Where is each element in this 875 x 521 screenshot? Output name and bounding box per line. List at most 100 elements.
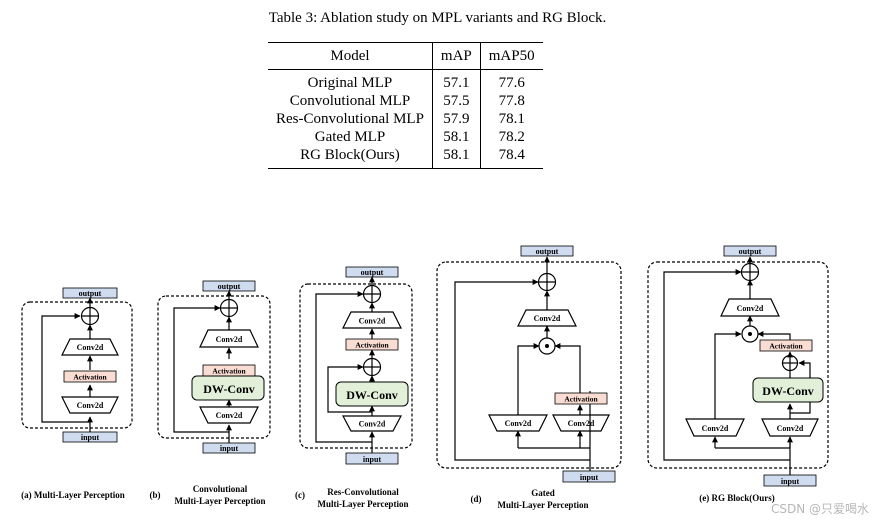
- input-label: input: [580, 473, 599, 482]
- cell-map: 58.1: [431, 128, 481, 146]
- output-label: output: [218, 282, 241, 291]
- caption-d-prefix: (d): [471, 494, 482, 504]
- conv2d-block: [342, 311, 402, 329]
- conv2d-block: [685, 418, 745, 437]
- conv2d-label: Conv2d: [77, 343, 104, 352]
- diagram-e: [647, 256, 829, 475]
- output-box: [202, 280, 256, 292]
- caption-c-line1: Res-Convolutional: [327, 487, 399, 497]
- activation-box: [345, 338, 399, 351]
- conv2d-block: [552, 414, 610, 432]
- conv2d-block: [761, 418, 819, 437]
- activation-label: Activation: [355, 341, 389, 350]
- conv2d-label: Conv2d: [77, 401, 104, 410]
- input-label: input: [363, 455, 382, 464]
- output-box: [345, 266, 399, 278]
- output-box: [62, 287, 118, 299]
- table-header-row: Model mAP mAP50: [268, 42, 543, 70]
- table-row: Gated MLP 58.1 78.2: [268, 128, 543, 146]
- cell-model: Gated MLP: [314, 129, 386, 145]
- activation-label: Activation: [212, 367, 246, 376]
- cell-map: 57.1: [431, 69, 481, 92]
- conv2d-block: [342, 415, 402, 432]
- conv2d-label: Conv2d: [568, 419, 595, 428]
- output-label: output: [79, 289, 102, 298]
- cell-model: Convolutional MLP: [289, 93, 411, 109]
- multiply-icon: [741, 325, 759, 343]
- ablation-table: Model mAP mAP50 Original MLP 57.1 77.6 C…: [268, 42, 543, 169]
- header-map50: mAP50: [479, 42, 543, 70]
- table-row: Convolutional MLP 57.5 77.8: [268, 92, 543, 110]
- table-row: Original MLP 57.1 77.6: [268, 69, 543, 92]
- multiply-dot: [748, 332, 752, 336]
- input-box: [62, 431, 118, 443]
- cell-map50: 78.1: [479, 110, 543, 128]
- caption-b-line2: Multi-Layer Perception: [175, 496, 266, 506]
- conv2d-block: [199, 406, 259, 424]
- multiply-icon: [538, 337, 556, 355]
- caption-b-line1: Convolutional: [193, 484, 248, 494]
- output-box: [520, 245, 574, 257]
- output-label: output: [536, 247, 559, 256]
- watermark: CSDN @只爱喝水: [770, 502, 869, 516]
- caption-e: (e) RG Block(Ours): [699, 493, 775, 503]
- dwconv-label: DW-Conv: [203, 382, 255, 396]
- input-box: [763, 474, 817, 487]
- conv2d-block: [517, 309, 577, 327]
- table-caption: Table 3: Ablation study on MPL variants …: [268, 10, 607, 26]
- cell-model: Original MLP: [307, 75, 393, 91]
- header-map: mAP: [431, 42, 481, 70]
- dwconv-box: [335, 381, 409, 407]
- conv2d-block: [61, 338, 119, 356]
- cell-map50: 78.2: [479, 128, 543, 146]
- conv2d-block: [720, 298, 780, 317]
- input-label: input: [220, 444, 239, 453]
- input-label: input: [81, 433, 100, 442]
- dwconv-label: DW-Conv: [762, 384, 814, 398]
- multiply-dot: [545, 344, 549, 348]
- cell-model: Res-Convolutional MLP: [276, 111, 424, 127]
- diagram-b: [157, 290, 271, 443]
- block-boundary: [21, 301, 133, 429]
- dwconv-box: [752, 377, 824, 403]
- conv2d-block: [199, 329, 259, 348]
- cell-map: 57.5: [431, 92, 481, 110]
- output-box: [723, 245, 777, 257]
- activation-box: [759, 339, 813, 352]
- cell-map: 57.9: [431, 110, 481, 128]
- block-boundary: [647, 261, 829, 469]
- conv2d-block: [488, 414, 548, 432]
- conv2d-label: Conv2d: [777, 424, 804, 433]
- conv2d-label: Conv2d: [702, 424, 729, 433]
- activation-label: Activation: [769, 342, 803, 351]
- output-label: output: [361, 268, 384, 277]
- conv2d-block: [61, 396, 119, 414]
- cell-model: RG Block(Ours): [300, 147, 400, 163]
- activation-label: Activation: [564, 395, 598, 404]
- table-row: RG Block(Ours) 58.1 78.4: [268, 146, 543, 169]
- output-label: output: [739, 247, 762, 256]
- diagram-a: [21, 297, 133, 432]
- conv2d-label: Conv2d: [737, 304, 764, 313]
- input-box: [202, 442, 256, 454]
- activation-label: Activation: [73, 373, 107, 382]
- cell-map50: 77.8: [479, 92, 543, 110]
- caption-b-prefix: (b): [150, 490, 161, 500]
- header-model: Model: [330, 48, 370, 64]
- cell-map50: 77.6: [479, 69, 543, 92]
- conv2d-label: Conv2d: [359, 420, 386, 429]
- diagram-c: [299, 276, 413, 453]
- conv2d-label: Conv2d: [216, 335, 243, 344]
- caption-d-line1: Gated: [531, 488, 555, 498]
- cell-map: 58.1: [431, 146, 481, 169]
- caption-c-line2: Multi-Layer Perception: [318, 499, 409, 509]
- block-boundary: [299, 283, 413, 449]
- conv2d-label: Conv2d: [216, 411, 243, 420]
- conv2d-label: Conv2d: [505, 419, 532, 428]
- caption-c-prefix: (c): [295, 490, 305, 500]
- dwconv-label: DW-Conv: [346, 388, 398, 402]
- cell-map50: 78.4: [479, 146, 543, 169]
- table-row: Res-Convolutional MLP 57.9 78.1: [268, 110, 543, 128]
- activation-box: [554, 392, 608, 405]
